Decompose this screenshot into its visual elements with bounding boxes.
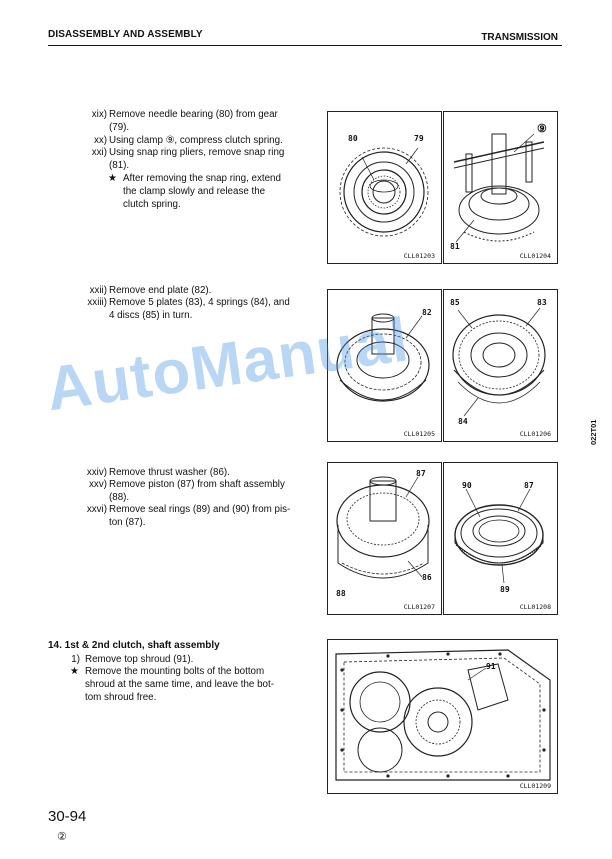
label-91: 91	[486, 662, 496, 671]
step-xxiv: xxiv) Remove thrust washer (86).	[86, 467, 230, 478]
seal-rings-illustration	[454, 488, 544, 584]
step-xxiii: xxiii) Remove 5 plates (83), 4 springs (…	[87, 297, 290, 321]
step-xx: xx) Using clamp ⑨, compress clutch sprin…	[93, 135, 283, 146]
figure-cll01203: 80 79 CLL01203	[327, 111, 442, 264]
figure-code: CLL01208	[519, 603, 551, 611]
label-90: 90	[462, 481, 472, 490]
star-icon: ★	[108, 173, 117, 184]
note-bottom-shroud: ★ Remove the mounting bolts of the botto…	[70, 666, 274, 703]
label-88: 88	[336, 589, 346, 598]
step-xxi: xxi) Using snap ring pliers, remove snap…	[91, 147, 285, 171]
step-xxvi: xxvi) Remove seal rings (89) and (90) fr…	[86, 504, 291, 528]
page-number: 30-94	[48, 808, 87, 825]
label-79: 79	[414, 134, 424, 143]
label-82: 82	[422, 308, 432, 317]
section-14-step-1: 1) Remove top shroud (91).	[71, 654, 194, 665]
step-xix: xix) Remove needle bearing (80) from gea…	[91, 109, 278, 133]
label-84: 84	[458, 417, 468, 426]
revision-mark: ②	[57, 831, 67, 843]
figure-code: CLL01206	[519, 430, 551, 438]
page-header: DISASSEMBLY AND ASSEMBLY TRANSMISSION	[48, 0, 562, 46]
label-80: 80	[348, 134, 358, 143]
clamp-illustration	[453, 133, 545, 243]
star-icon: ★	[70, 666, 79, 677]
end-plate-illustration	[336, 313, 430, 402]
header-chapter-title: TRANSMISSION	[481, 32, 558, 43]
figure-cll01205: 82 CLL01205	[327, 289, 442, 442]
label-87: 87	[416, 469, 426, 478]
step-xxv: xxv) Remove piston (87) from shaft assem…	[89, 479, 285, 503]
section-14-heading: 14. 1st & 2nd clutch, shaft assembly	[48, 640, 220, 651]
label-83: 83	[537, 298, 547, 307]
note-snap-ring: ★ After removing the snap ring, extend t…	[108, 173, 281, 210]
step-xxii: xxii) Remove end plate (82).	[89, 285, 212, 296]
transmission-case-illustration	[335, 649, 551, 781]
side-document-code: 022T01	[589, 419, 598, 445]
figure-cll01207: 87 86 88 CLL01207	[327, 462, 442, 615]
figure-cll01208: 90 87 89 CLL01208	[443, 462, 558, 615]
figure-cll01206: 85 83 84 CLL01206	[443, 289, 558, 442]
header-section-title: DISASSEMBLY AND ASSEMBLY	[48, 29, 203, 40]
label-86: 86	[422, 573, 432, 582]
figure-code: CLL01203	[403, 252, 435, 260]
figure-code: CLL01205	[403, 430, 435, 438]
label-85: 85	[450, 298, 460, 307]
figure-code: CLL01209	[519, 782, 551, 790]
plates-discs-illustration	[452, 307, 546, 417]
figure-code: CLL01207	[403, 603, 435, 611]
gear-illustration	[339, 147, 429, 237]
figure-cll01204: ⑨ 81 CLL01204	[443, 111, 558, 264]
piston-shaft-illustration	[336, 476, 430, 579]
figure-cll01209: 91 CLL01209	[327, 639, 558, 794]
label-87: 87	[524, 481, 534, 490]
label-clamp-9: ⑨	[537, 122, 547, 135]
label-89: 89	[500, 585, 510, 594]
figure-code: CLL01204	[519, 252, 551, 260]
label-81: 81	[450, 242, 460, 251]
